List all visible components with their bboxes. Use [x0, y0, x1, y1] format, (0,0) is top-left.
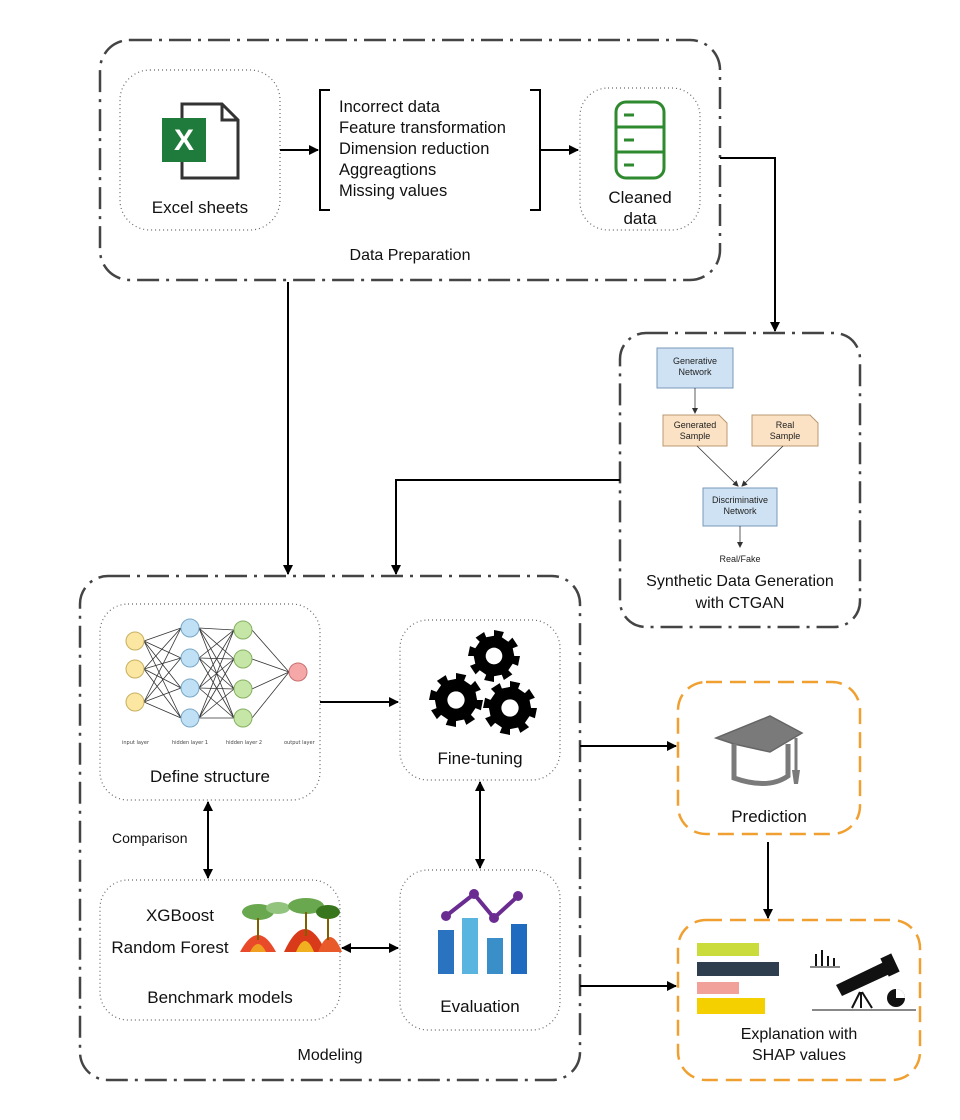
cleaned-data-box [579, 87, 701, 231]
random-forest-label: Random Forest [111, 938, 229, 957]
prep-step: Aggreagtions [339, 161, 437, 179]
nn-connection [143, 657, 182, 670]
fine-tuning-box [399, 619, 561, 781]
evaluation-box [399, 869, 561, 1031]
cleaned-label-line1: Cleaned [608, 188, 672, 207]
prep-step: Missing values [339, 182, 448, 200]
nn-layer-label: hidden layer 2 [226, 740, 263, 746]
telescope-icon [810, 950, 916, 1011]
generated-sample-box [662, 414, 728, 447]
svg-text:X: X [174, 124, 194, 157]
data-preparation-title: Data Preparation [349, 247, 471, 264]
arrow-cleaned-to-ctgan [720, 157, 780, 332]
explanation-box [676, 918, 922, 1082]
nn-node [180, 618, 200, 638]
fine-tuning-label: Fine-tuning [437, 749, 523, 768]
prediction-label: Prediction [731, 807, 807, 826]
prediction-box [676, 680, 862, 836]
nn-connection [143, 668, 182, 689]
nn-node [288, 662, 308, 682]
preparation-steps: Incorrect data Feature transformation Di… [339, 97, 539, 202]
modeling-group [78, 574, 582, 1082]
database-icon [614, 100, 666, 180]
nn-connection [143, 668, 182, 719]
nn-connection [198, 627, 235, 631]
nn-connection [198, 658, 235, 719]
nn-layer-label: output layer [284, 740, 315, 746]
nn-node [180, 678, 200, 698]
shap-bars-icon [697, 943, 779, 1014]
arrow-ctgan-to-modeling [391, 479, 620, 575]
nn-node [233, 649, 253, 669]
nn-node [233, 620, 253, 640]
ctgan-title-line2: with CTGAN [695, 595, 785, 612]
explanation-label-line2: SHAP values [752, 1047, 846, 1064]
nn-connection [143, 640, 182, 659]
prep-step: Feature transformation [339, 119, 506, 137]
gear-icon [429, 630, 537, 735]
nn-node [125, 659, 145, 679]
real-fake-label: Real/Fake [719, 554, 761, 564]
nn-connection [143, 627, 182, 703]
nn-node [233, 708, 253, 728]
excel-icon: X [162, 102, 240, 180]
nn-connection [251, 658, 290, 673]
discriminative-network-box [702, 487, 778, 527]
nn-connection [251, 671, 290, 690]
nn-connection [143, 627, 182, 642]
data-preparation-group [98, 38, 722, 282]
nn-connection [143, 657, 182, 703]
nn-node [125, 692, 145, 712]
prep-step: Incorrect data [339, 98, 440, 116]
nn-node [233, 679, 253, 699]
forest-icon [240, 898, 342, 952]
modeling-title: Modeling [297, 1047, 363, 1064]
nn-layer-label: hidden layer 1 [172, 740, 209, 746]
gear-shape [483, 681, 537, 735]
nn-connection [198, 629, 235, 689]
ctgan-title-line1: Synthetic Data Generation [646, 573, 834, 590]
nn-connection [143, 627, 182, 670]
nn-connection [198, 629, 235, 719]
benchmark-title: Benchmark models [147, 988, 293, 1007]
nn-layer-label: input layer [122, 740, 149, 746]
neural-network-icon [125, 618, 308, 728]
nn-connection [251, 629, 290, 673]
gear-shape [468, 630, 520, 682]
nn-node [180, 708, 200, 728]
prep-step: Dimension reduction [339, 140, 490, 158]
bar-chart-icon [438, 889, 527, 974]
left-bracket [319, 89, 330, 211]
explanation-label-line1: Explanation with [740, 1026, 858, 1043]
nn-connection [143, 687, 182, 703]
generative-network-box [656, 347, 734, 389]
gear-shape [429, 673, 483, 727]
real-sample-box [751, 414, 819, 447]
nn-node [125, 631, 145, 651]
cleaned-label-line2: data [623, 209, 657, 228]
excel-box [119, 69, 281, 231]
nn-connection [198, 629, 235, 659]
xgboost-label: XGBoost [145, 906, 215, 925]
excel-label: Excel sheets [151, 198, 249, 217]
nn-connection [143, 701, 182, 719]
graduation-cap-icon [713, 715, 804, 786]
define-structure-label: Define structure [150, 767, 270, 786]
comparison-label: Comparison [112, 830, 188, 846]
nn-connection [198, 688, 235, 719]
nn-connection [251, 671, 290, 719]
benchmark-box [99, 879, 341, 1021]
nn-node [180, 648, 200, 668]
evaluation-label: Evaluation [440, 997, 520, 1016]
